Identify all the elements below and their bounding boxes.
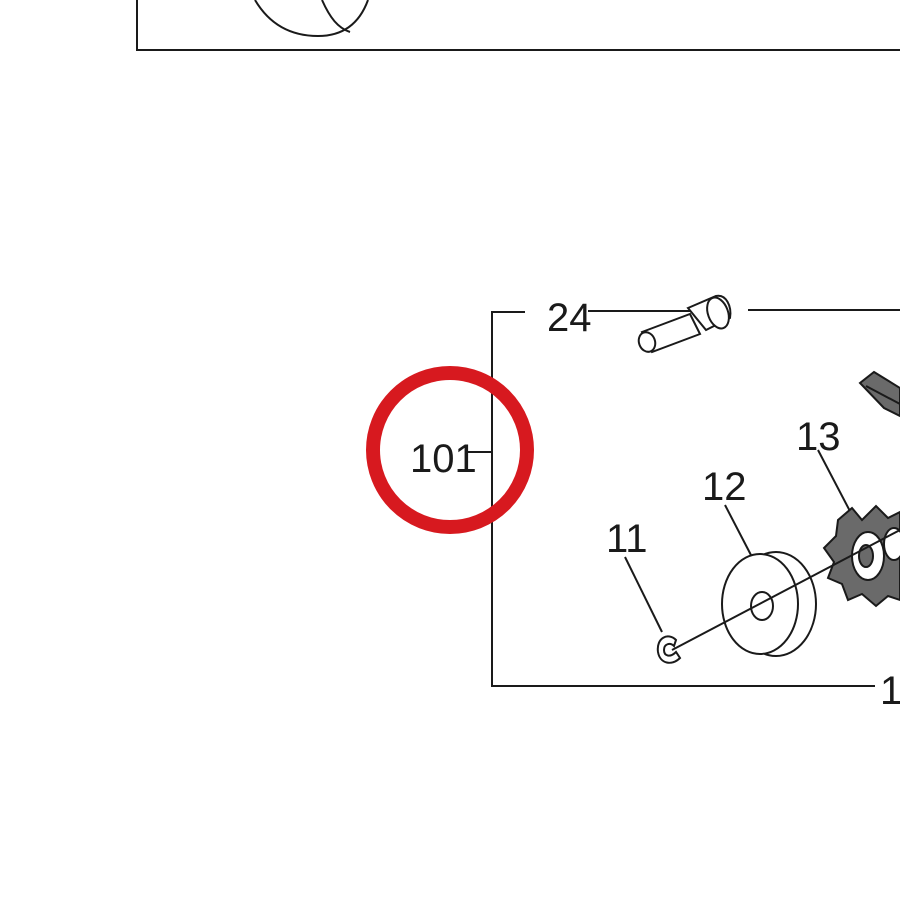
- top-part-fragment: [254, 0, 369, 38]
- part-13-sprocket: [817, 449, 900, 608]
- callout-label-101: 101: [410, 437, 477, 481]
- shaft-axis-line: [671, 529, 900, 651]
- part-11-clip: [624, 556, 682, 664]
- callout-label-13: 13: [796, 415, 841, 459]
- callout-label-11: 11: [606, 517, 648, 561]
- callout-label-24: 24: [547, 296, 592, 340]
- part-key-strip: [858, 370, 900, 418]
- part-24-pin: [588, 294, 732, 354]
- assembly-bracket: [466, 309, 900, 687]
- part-12-washer: [721, 504, 817, 657]
- highlight-circle: [366, 366, 534, 534]
- callout-label-partial: 1: [880, 669, 900, 713]
- callout-label-12: 12: [702, 465, 747, 509]
- top-assembly-frame: [136, 0, 900, 51]
